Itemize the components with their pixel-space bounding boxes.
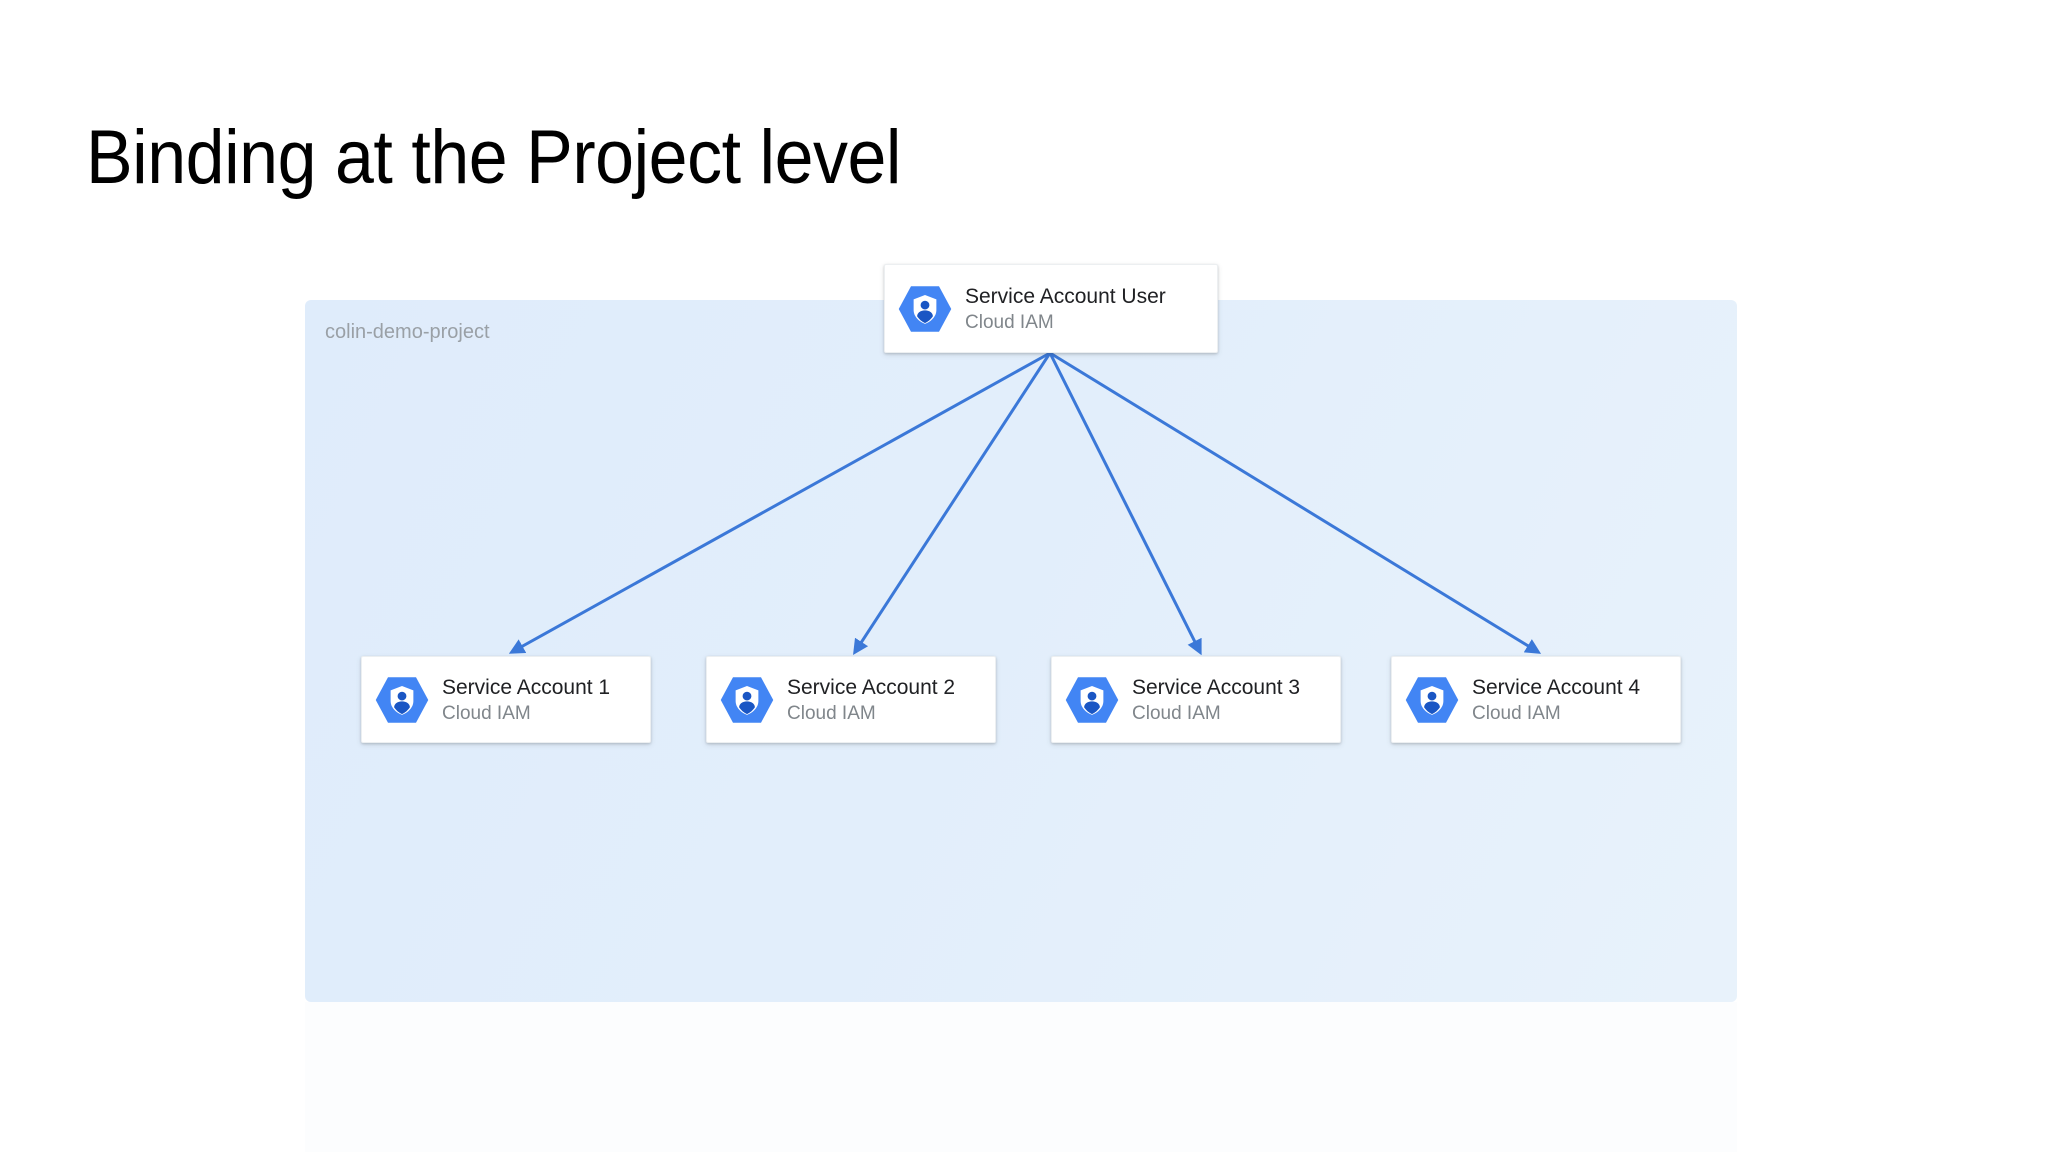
- cloud-iam-icon: [898, 285, 952, 332]
- cloud-iam-icon: [1065, 676, 1119, 723]
- cloud-iam-icon: [375, 676, 429, 723]
- node-text: Service Account 1 Cloud IAM: [442, 674, 610, 726]
- node-card-service-account-3[interactable]: Service Account 3 Cloud IAM: [1051, 656, 1341, 743]
- node-text: Service Account 3 Cloud IAM: [1132, 674, 1300, 726]
- node-subtitle: Cloud IAM: [442, 702, 531, 724]
- node-card-service-account-1[interactable]: Service Account 1 Cloud IAM: [361, 656, 651, 743]
- cloud-iam-icon: [1405, 676, 1459, 723]
- node-title: Service Account User: [965, 284, 1166, 308]
- node-title: Service Account 4: [1472, 675, 1641, 699]
- node-card-service-account-4[interactable]: Service Account 4 Cloud IAM: [1391, 656, 1681, 743]
- node-title: Service Account 3: [1132, 675, 1301, 699]
- backing-panel: [305, 1002, 1737, 1152]
- project-label: colin-demo-project: [325, 321, 490, 343]
- cloud-iam-icon: [720, 676, 774, 723]
- node-card-service-account-2[interactable]: Service Account 2 Cloud IAM: [706, 656, 996, 743]
- project-container: colin-demo-project: [305, 300, 1737, 1002]
- node-subtitle: Cloud IAM: [1132, 702, 1221, 724]
- node-title: Service Account 2: [787, 675, 956, 699]
- page-title: Binding at the Project level: [86, 115, 902, 200]
- node-text: Service Account 2 Cloud IAM: [787, 674, 955, 726]
- node-text: Service Account User Cloud IAM: [965, 283, 1166, 335]
- node-text: Service Account 4 Cloud IAM: [1472, 674, 1640, 726]
- node-subtitle: Cloud IAM: [787, 702, 876, 724]
- node-title: Service Account 1: [442, 675, 611, 699]
- node-subtitle: Cloud IAM: [965, 311, 1054, 333]
- node-card-service-account-user[interactable]: Service Account User Cloud IAM: [884, 264, 1218, 353]
- node-subtitle: Cloud IAM: [1472, 702, 1561, 724]
